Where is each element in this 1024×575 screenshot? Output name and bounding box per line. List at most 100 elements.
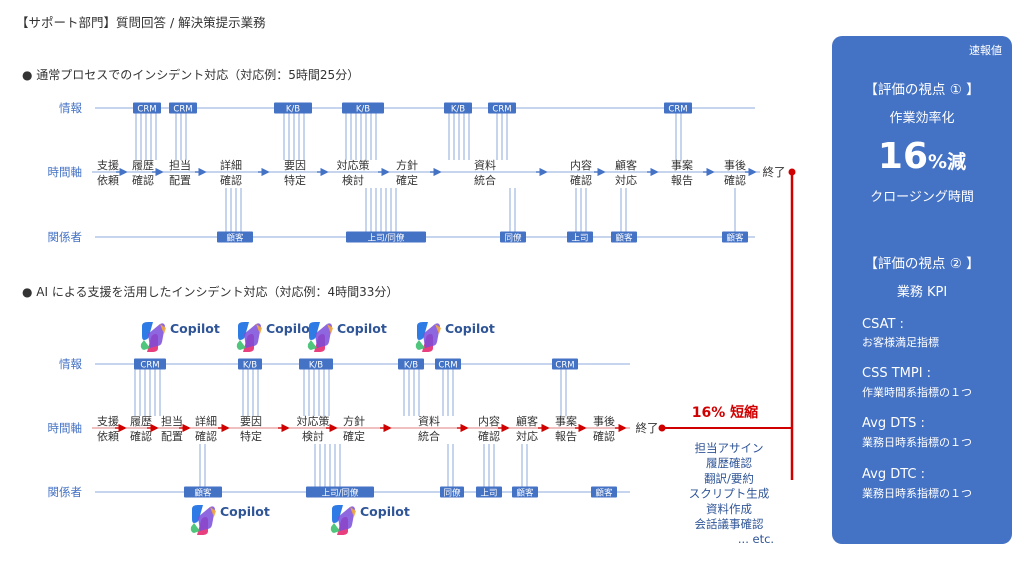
step-label: 履歴 xyxy=(130,415,152,428)
step-label: 担当 xyxy=(169,158,191,172)
tag-label: CRM xyxy=(492,105,511,115)
view1-heading: 【評価の視点 ① 】 xyxy=(864,82,980,98)
step-label: 事案 xyxy=(555,414,577,428)
kpi-item-desc: 作業時間系指標の１つ xyxy=(862,386,972,399)
end-label: 終了 xyxy=(636,421,659,435)
tag-label: 顧客 xyxy=(194,488,212,499)
tag-box xyxy=(512,486,538,498)
copilot-label: Copilot xyxy=(220,504,270,519)
tag-label: K/B xyxy=(243,361,257,371)
step-label: 要因 xyxy=(284,159,306,172)
big-reduction: 16%減 xyxy=(832,136,1012,177)
tag-box xyxy=(500,231,526,243)
tag-label: CRM xyxy=(173,105,192,115)
lane-people: 関係者 xyxy=(48,230,83,244)
normal-process-title: ● 通常プロセスでのインシデント対応（対応例：5時間25分） xyxy=(22,68,360,82)
tag-label: K/B xyxy=(356,105,370,115)
tag-box xyxy=(342,102,384,114)
kpi-item-desc: 業務日時系指標の１つ xyxy=(862,436,972,449)
step-label: 事後 xyxy=(724,158,746,172)
tag-box xyxy=(476,486,502,498)
tag-box xyxy=(217,231,253,243)
step-label: 確認 xyxy=(130,429,152,443)
step-label: 方針 xyxy=(396,158,418,172)
tag-label: CRM xyxy=(137,105,156,115)
step-label: 特定 xyxy=(240,429,262,443)
tag-label: K/B xyxy=(451,105,465,115)
ai-task-item: スクリプト生成 xyxy=(689,487,770,501)
tag-box xyxy=(274,102,312,114)
step-label: 統合 xyxy=(418,429,440,443)
step-label: 担当 xyxy=(161,414,183,428)
copilot-icon xyxy=(190,505,216,535)
step-label: 配置 xyxy=(169,174,191,187)
step-label: 確認 xyxy=(220,173,242,187)
step-label: 確定 xyxy=(343,429,365,443)
step-label: 履歴 xyxy=(132,159,154,172)
tag-box xyxy=(440,486,464,498)
copilot-icon xyxy=(307,322,333,352)
tag-label: 顧客 xyxy=(595,488,613,499)
step-label: 依頼 xyxy=(97,430,119,443)
step-label: 内容 xyxy=(570,158,592,172)
tag-box xyxy=(591,486,617,498)
kpi-item-desc: お客様満足指標 xyxy=(862,336,939,349)
step-label: 確認 xyxy=(593,429,615,443)
tag-box xyxy=(444,102,472,114)
step-label: 対応 xyxy=(615,173,637,187)
kpi-item-name: Avg DTS : xyxy=(862,416,925,431)
tag-label: 顧客 xyxy=(226,233,244,244)
step-label: 顧客 xyxy=(615,158,637,172)
step-label: 対応策 xyxy=(337,158,370,172)
tag-label: CRM xyxy=(668,105,687,115)
tag-box xyxy=(346,231,426,243)
kpi-item-name: CSAT : xyxy=(862,317,904,332)
view2-subtitle: 業務 KPI xyxy=(896,285,948,300)
step-label: 支援 xyxy=(97,158,119,172)
ai-process-title: ● AI による支援を活用したインシデント対応（対応例：4時間33分） xyxy=(22,285,399,299)
tag-box xyxy=(722,231,748,243)
view1-metric: クロージング時間 xyxy=(870,190,974,205)
tag-label: CRM xyxy=(140,361,159,371)
step-label: 事後 xyxy=(593,414,615,428)
tag-box xyxy=(567,231,593,243)
kpi-item-name: CSS TMPI : xyxy=(862,366,932,381)
copilot-label: Copilot xyxy=(445,321,495,336)
tag-label: 顧客 xyxy=(516,488,534,499)
step-label: 確認 xyxy=(195,429,217,443)
step-label: 確認 xyxy=(478,429,500,443)
big-number: 16 xyxy=(877,136,929,177)
step-label: 確定 xyxy=(396,173,418,187)
step-label: 詳細 xyxy=(195,414,217,428)
tag-box xyxy=(299,358,333,370)
ai-task-item: 会話議事確認 xyxy=(695,517,764,531)
step-label: 顧客 xyxy=(516,414,538,428)
tag-box xyxy=(488,102,516,114)
ai-task-item: ... etc. xyxy=(738,532,774,546)
lane-people: 関係者 xyxy=(48,485,83,499)
step-label: 対応 xyxy=(516,429,538,443)
step-label: 検討 xyxy=(342,173,364,187)
step-label: 報告 xyxy=(555,430,577,443)
step-label: 確認 xyxy=(724,173,746,187)
step-label: 要因 xyxy=(240,415,262,428)
tag-box xyxy=(133,102,161,114)
copilot-icon xyxy=(330,505,356,535)
step-label: 確認 xyxy=(570,173,592,187)
tag-label: K/B xyxy=(309,361,323,371)
tag-label: 上司 xyxy=(480,489,497,499)
step-label: 特定 xyxy=(284,173,306,187)
kpi-panel: 速報値 【評価の視点 ① 】 作業効率化 16%減 クロージング時間 【評価の視… xyxy=(832,36,1012,544)
ai-task-item: 担当アサイン xyxy=(695,441,764,455)
step-label: 支援 xyxy=(97,414,119,428)
page-title: 【サポート部門】質問回答 / 解決策提示業務 xyxy=(16,15,266,30)
end-dot xyxy=(788,168,796,176)
step-label: 検討 xyxy=(302,429,324,443)
copilot-icon xyxy=(415,322,441,352)
step-label: 依頼 xyxy=(97,174,119,187)
copilot-icon xyxy=(236,322,262,352)
step-label: 資料 xyxy=(418,414,440,428)
step-label: 内容 xyxy=(478,414,500,428)
process-diagram: 情報時間軸関係者支援依頼履歴確認担当配置詳細確認要因特定対応策検討方針確定資料統… xyxy=(48,101,796,546)
tag-box xyxy=(184,486,222,498)
